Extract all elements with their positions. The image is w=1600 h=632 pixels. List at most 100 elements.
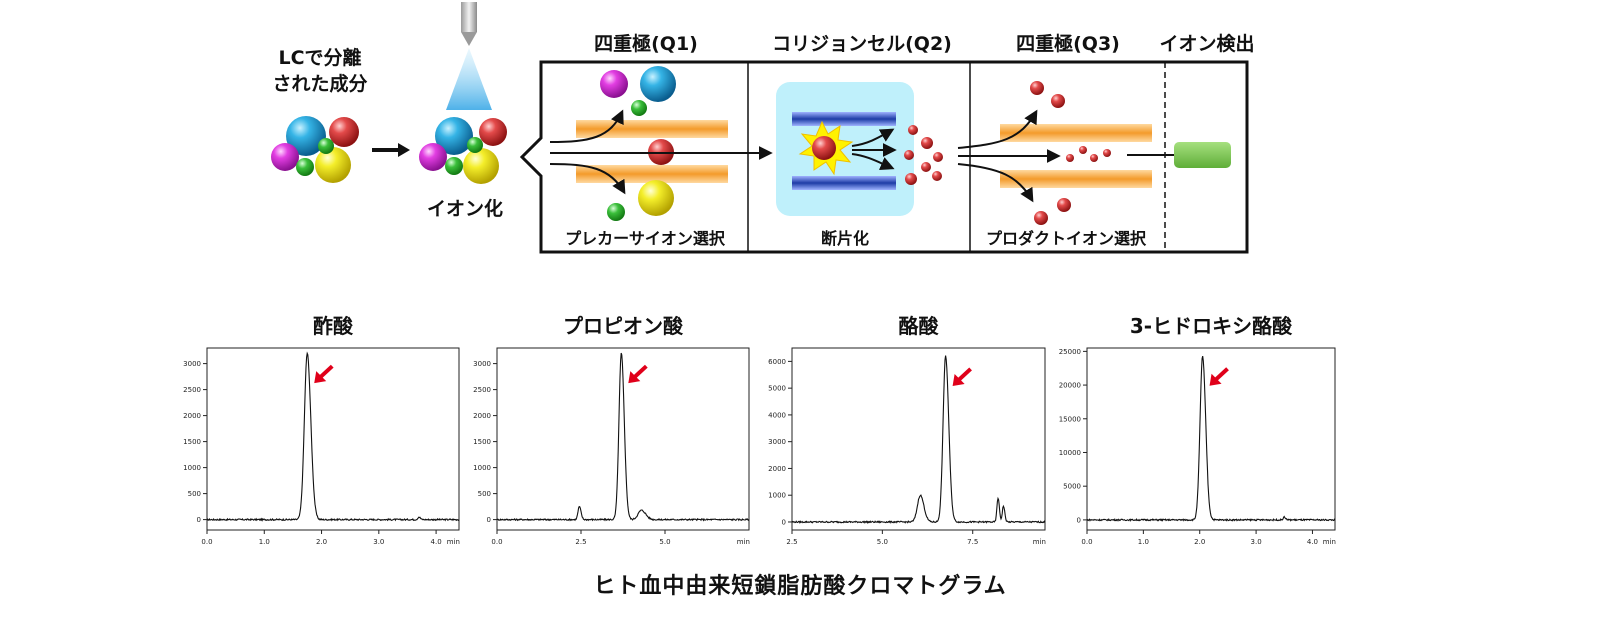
source-label-line1: LCで分離 [278,46,361,69]
chromatogram-trace [1087,355,1336,522]
q3-ions [1030,81,1111,225]
y-tick-label: 3000 [473,360,491,368]
chromatogram-trace [207,351,460,522]
x-tick-label: 2.5 [786,538,797,546]
q1-trajectories [549,109,773,195]
stage-label-detector: イオン検出 [1159,32,1254,55]
y-tick-label: 5000 [1063,483,1081,491]
y-tick-label: 0 [487,516,491,524]
y-tick-label: 6000 [768,358,786,366]
peak-arrow-head [314,371,327,384]
y-tick-label: 0 [197,516,201,524]
y-tick-label: 10000 [1059,449,1081,457]
x-unit-label: min [1323,538,1336,546]
plot-frame [1086,347,1336,531]
caption-q3: プロダクトイオン選択 [986,229,1147,248]
q2-rod-bottom [792,176,896,190]
figure-caption: ヒト血中由来短鎖脂肪酸クロマトグラム [593,574,1007,599]
y-tick-label: 25000 [1059,348,1081,356]
y-tick-label: 5000 [768,385,786,393]
esi-needle-icon [461,2,477,32]
plot-frame [791,347,1046,531]
q3-trajectories [957,109,1198,203]
x-tick-label: 3.0 [1251,538,1262,546]
peak-arrow-head [952,373,965,386]
y-tick-label: 1000 [768,492,786,500]
caption-q2: 断片化 [821,229,869,248]
peak-arrow-shaft [1213,367,1229,383]
ionization-label: イオン化 [427,197,503,220]
y-tick-label: 500 [188,490,201,498]
y-tick-label: 4000 [768,411,786,419]
y-tick-label: 2000 [768,465,786,473]
x-tick-label: 0.0 [201,538,212,546]
x-tick-label: 3.0 [373,538,384,546]
peak-arrow-icon [628,364,648,384]
q1-ions [600,66,676,221]
chart-title: プロピオン酸 [563,314,684,338]
y-tick-label: 0 [782,518,786,526]
molecule-cluster-ionized [419,117,507,184]
x-tick-label: 1.0 [259,538,270,546]
detector-icon [1174,142,1231,168]
y-tick-label: 3000 [183,360,201,368]
y-tick-label: 2000 [183,412,201,420]
y-tick-label: 2500 [473,386,491,394]
x-tick-label: 0.0 [1081,538,1092,546]
x-unit-label: min [447,538,460,546]
y-tick-label: 1000 [473,464,491,472]
peak-arrow-icon [1209,367,1229,386]
chart-title: 3-ヒドロキシ酪酸 [1130,314,1293,338]
x-unit-label: min [737,538,750,546]
q3-rod-bottom [1000,170,1152,188]
peak-arrow-shaft [631,364,648,380]
y-tick-label: 0 [1077,516,1081,524]
q2-trajectories [851,128,897,171]
stage-label-q1: 四重極(Q1) [594,32,698,55]
y-tick-label: 500 [478,490,491,498]
esi-needle-tip-icon [461,32,477,46]
x-tick-label: 7.5 [967,538,978,546]
molecule-cluster-source [271,116,359,183]
x-tick-label: 5.0 [877,538,888,546]
q3-rod-top [1000,124,1152,142]
stage-label-q2: コリジョンセル(Q2) [772,33,952,55]
plot-frame [206,347,460,531]
caption-q1: プレカーサイオン選択 [565,229,726,248]
chromatogram-3: 酪酸 0 1000 2000 3000 4000 5000 6000 2.5 5.0 7.5 min [768,314,1046,546]
x-tick-label: 2.0 [316,538,327,546]
x-tick-label: 2.5 [575,538,586,546]
y-tick-label: 2000 [473,412,491,420]
peak-arrow-icon [314,364,334,384]
y-tick-label: 2500 [183,386,201,394]
plot-frame [496,347,750,531]
peak-arrow-shaft [317,364,334,380]
q2-rod-top [792,112,896,126]
peak-arrow-head [628,371,641,384]
x-tick-label: 4.0 [431,538,442,546]
x-tick-label: 4.0 [1307,538,1318,546]
x-unit-label: min [1033,538,1046,546]
chart-title: 酪酸 [899,314,940,338]
x-tick-label: 0.0 [491,538,502,546]
chromatogram-trace [496,352,750,522]
x-tick-label: 1.0 [1138,538,1149,546]
y-tick-label: 15000 [1059,415,1081,423]
chromatogram-4: 3-ヒドロキシ酪酸 0 5000 10000 15000 20000 25000 0.0 1.0… [1059,314,1336,546]
y-tick-label: 3000 [768,438,786,446]
peak-arrow-icon [952,367,972,386]
peak-arrow-head [1209,373,1222,386]
source-label-line2: された成分 [272,72,367,95]
cluster-arrow-icon [372,143,410,157]
fragment-ions [904,125,943,185]
peak-arrow-shaft [956,367,972,383]
chart-title: 酢酸 [313,314,354,338]
chromatogram-trace [791,355,1046,524]
x-tick-label: 5.0 [659,538,670,546]
q1-rod-bottom [576,165,728,183]
y-tick-label: 20000 [1059,382,1081,390]
